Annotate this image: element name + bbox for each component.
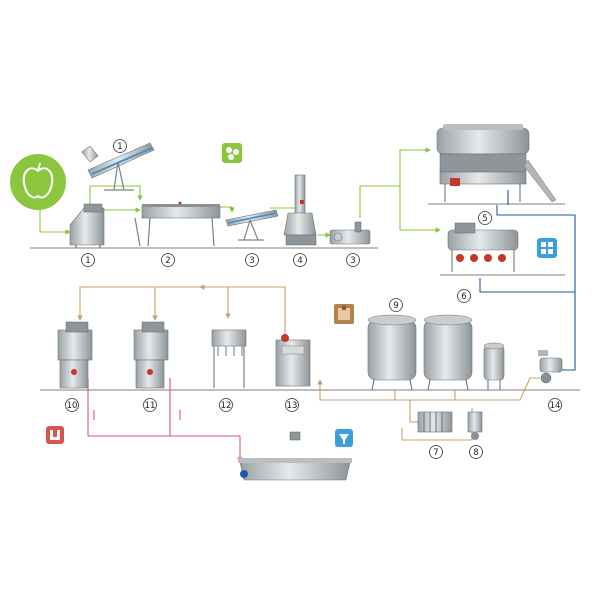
svg-text:9: 9 [393, 301, 398, 311]
pump-unit [329, 221, 371, 245]
control-cabinet [275, 334, 311, 387]
filter-press [417, 411, 453, 433]
press-tower [283, 174, 317, 246]
step-label-s4-press: 4 [293, 253, 307, 267]
step-label-s12-filler: 12 [219, 398, 233, 412]
filler-machine-b [133, 321, 169, 389]
filler-machine-a [57, 321, 93, 389]
box-icon [334, 304, 354, 324]
step-label-s8-pump: 8 [469, 445, 483, 459]
short-conveyor [225, 209, 279, 241]
small-tank [483, 342, 505, 390]
large-extractor [436, 124, 557, 203]
juice-lines [479, 190, 576, 373]
washing-tank [238, 431, 352, 481]
step-label-s3-conveyor: 3 [245, 253, 259, 267]
step-label-s3-pump: 3 [346, 253, 360, 267]
svg-text:3: 3 [249, 256, 254, 266]
step-label-s1-crusher: 1 [81, 253, 95, 267]
step-label-s11-filler: 11 [143, 398, 157, 412]
svg-text:1: 1 [117, 142, 122, 152]
svg-text:8: 8 [473, 448, 478, 458]
svg-text:3: 3 [350, 256, 355, 266]
svg-text:1: 1 [85, 256, 90, 266]
step-label-s9-tanks: 9 [389, 298, 403, 312]
step-label-s2-conveyor: 2 [161, 253, 175, 267]
step-label-s6-extractor: 6 [457, 289, 471, 303]
crusher [69, 203, 105, 248]
step-label-s13-control: 13 [285, 398, 299, 412]
svg-text:10: 10 [67, 401, 78, 411]
svg-text:4: 4 [297, 256, 302, 266]
step-label-s7-filter: 7 [429, 445, 443, 459]
cooling-icon [537, 238, 557, 258]
juice-pump [538, 350, 563, 384]
step-label-s5-extractor: 5 [478, 211, 492, 225]
svg-text:11: 11 [145, 401, 156, 411]
step-label-s10-filler: 10 [65, 398, 79, 412]
svg-text:5: 5 [482, 214, 487, 224]
floor-lines [30, 203, 580, 391]
svg-text:13: 13 [287, 401, 298, 411]
svg-text:12: 12 [221, 401, 232, 411]
transfer-pump [467, 411, 483, 440]
filler-manifold [211, 329, 247, 388]
svg-text:6: 6 [461, 292, 466, 302]
svg-text:7: 7 [433, 448, 438, 458]
filter-icon [335, 429, 353, 447]
apple-icon [10, 154, 66, 210]
svg-text:14: 14 [550, 401, 561, 411]
step-label-s14-pump: 14 [548, 398, 562, 412]
heating-icon [46, 426, 64, 444]
long-conveyor [134, 201, 221, 247]
hot-water-lines [87, 378, 243, 463]
storage-tanks [367, 314, 473, 391]
inclined-elevator [81, 142, 155, 191]
step-label-s1-elevator: 1 [113, 139, 127, 153]
pieces-icon [222, 143, 242, 163]
small-extractor [447, 222, 519, 272]
svg-text:2: 2 [165, 256, 170, 266]
